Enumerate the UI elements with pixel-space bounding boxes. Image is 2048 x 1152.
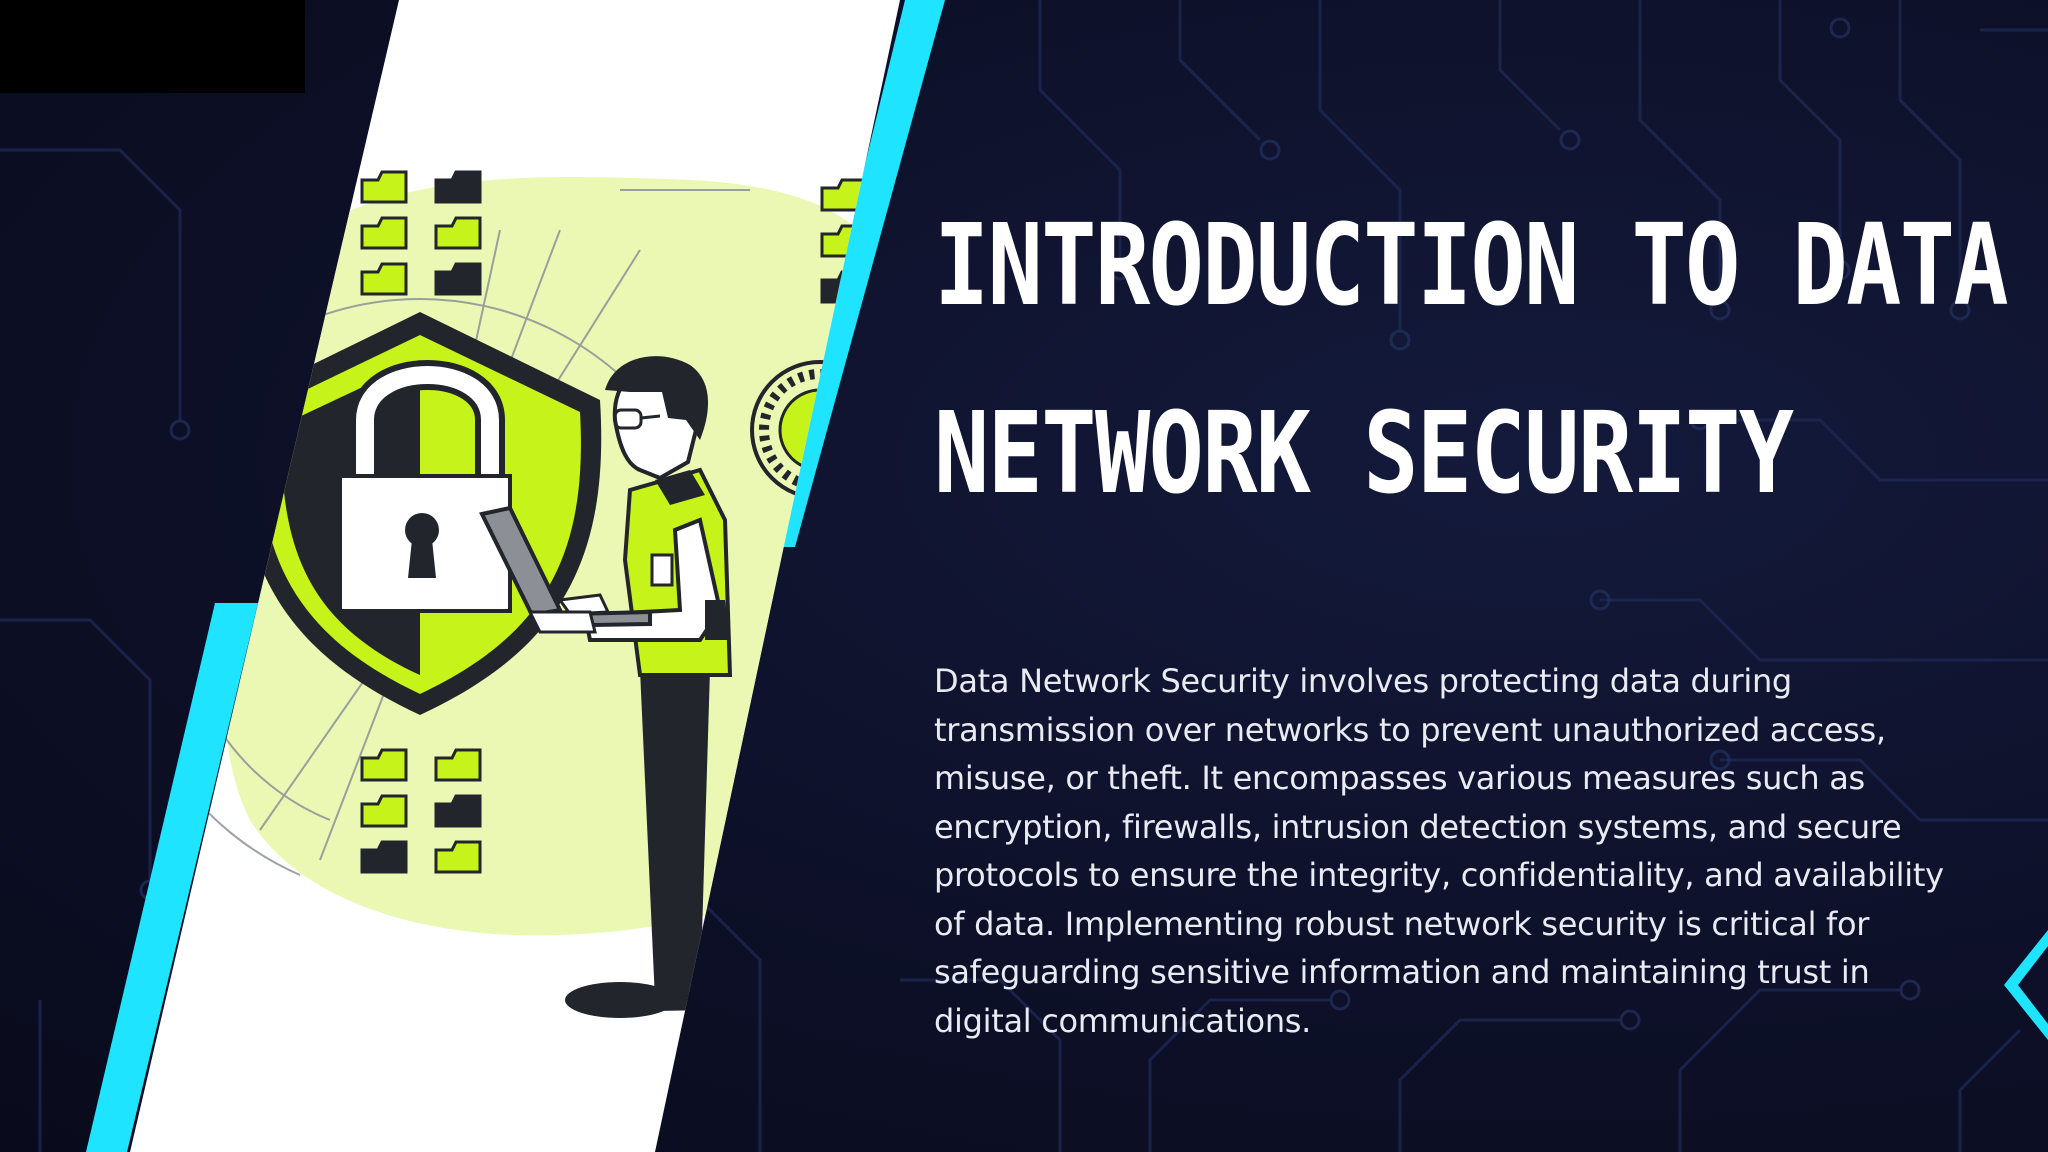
- cyan-arrow-accent: [2004, 930, 2048, 1040]
- cyan-strip-top: [772, 0, 945, 547]
- person-figure: [479, 356, 733, 1018]
- title-line-1: INTRODUCTION TO DATA: [934, 201, 2009, 331]
- slide-title: INTRODUCTION TO DATA NETWORK SECURITY: [934, 172, 2009, 548]
- padlock-icon: [338, 360, 512, 613]
- security-illustration: [86, 0, 945, 1152]
- title-line-2: NETWORK SECURITY: [934, 389, 1794, 519]
- black-corner-block: [0, 0, 305, 93]
- slide-body-text: Data Network Security involves protectin…: [934, 662, 1944, 1040]
- cyan-strip-bottom: [86, 603, 258, 1152]
